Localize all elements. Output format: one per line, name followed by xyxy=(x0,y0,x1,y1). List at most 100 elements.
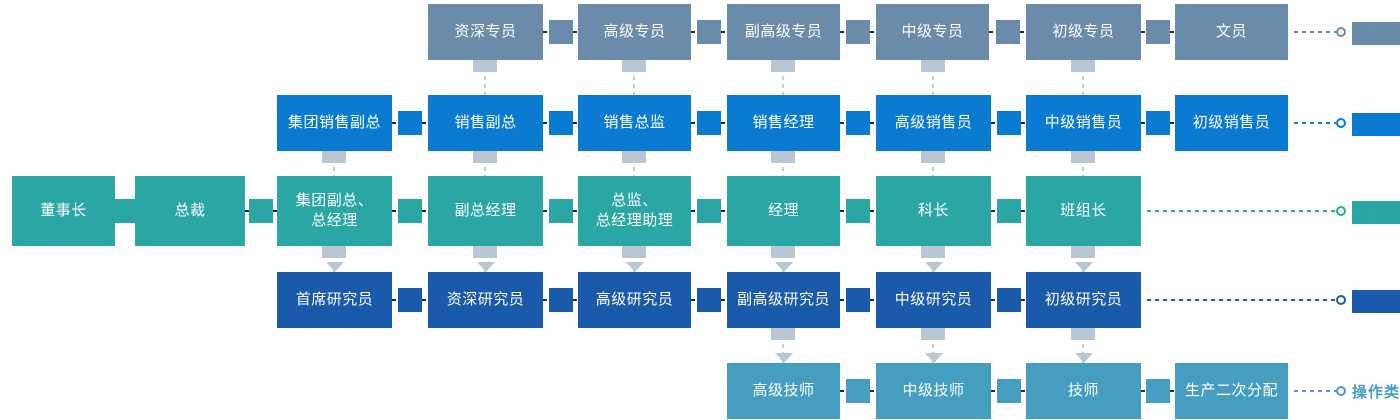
vertical-connector-line xyxy=(333,151,335,176)
node-management-7[interactable]: 班组长 xyxy=(1026,176,1141,246)
tail-endpoint-research[interactable] xyxy=(1336,295,1346,305)
vertical-connector-management-research-15 xyxy=(921,246,945,272)
connector-square-sales-3 xyxy=(846,111,870,135)
vertical-connector-management-research-11 xyxy=(322,246,346,272)
vertical-connector-line xyxy=(484,151,486,176)
connector-stub-sales-0-0 xyxy=(392,122,398,124)
node-management-4[interactable]: 总监、 总经理助理 xyxy=(578,176,691,246)
node-operation-3[interactable]: 生产二次分配 xyxy=(1175,363,1288,419)
vertical-connector-line xyxy=(782,60,784,95)
connector-stub-specialist-4-1 xyxy=(1170,31,1175,33)
category-label-sales: 营销类 xyxy=(1352,113,1400,136)
vertical-connector-line xyxy=(932,328,934,363)
node-management-1[interactable]: 总裁 xyxy=(135,176,245,246)
connector-stub-sales-3-0 xyxy=(840,122,846,124)
node-management-0[interactable]: 董事长 xyxy=(12,176,115,246)
connector-stub-management-2-1 xyxy=(422,210,428,212)
connector-square-operation-0 xyxy=(846,379,870,403)
connector-stub-specialist-1-0 xyxy=(691,31,697,33)
vertical-connector-line xyxy=(1082,328,1084,363)
node-research-5[interactable]: 初级研究员 xyxy=(1026,272,1141,328)
node-sales-5[interactable]: 中级销售员 xyxy=(1026,95,1141,151)
node-specialist-0[interactable]: 资深专员 xyxy=(428,4,543,60)
connector-stub-specialist-3-1 xyxy=(1019,31,1026,33)
connector-stub-management-6-0 xyxy=(991,210,997,212)
vertical-connector-sales-management-7 xyxy=(622,151,646,176)
connector-stub-research-0-1 xyxy=(422,299,428,301)
connector-stub-sales-4-0 xyxy=(991,122,997,124)
vertical-connector-tab xyxy=(473,151,497,163)
vertical-connector-tab xyxy=(622,151,646,163)
node-specialist-1[interactable]: 高级专员 xyxy=(578,4,691,60)
node-research-4[interactable]: 中级研究员 xyxy=(876,272,991,328)
vertical-connector-specialist-sales-2 xyxy=(771,60,795,95)
vertical-connector-specialist-sales-0 xyxy=(473,60,497,95)
connector-square-sales-4 xyxy=(996,111,1021,135)
connector-stub-sales-1-0 xyxy=(543,122,549,124)
node-management-3[interactable]: 副总经理 xyxy=(428,176,543,246)
tail-line-sales xyxy=(1294,122,1336,124)
vertical-connector-arrow-icon xyxy=(1075,262,1093,272)
tail-endpoint-management[interactable] xyxy=(1336,206,1346,216)
vertical-connector-arrow-icon xyxy=(775,262,793,272)
connector-stub-specialist-0-1 xyxy=(572,31,578,33)
node-sales-6[interactable]: 初级销售员 xyxy=(1175,95,1288,151)
node-research-2[interactable]: 高级研究员 xyxy=(578,272,691,328)
vertical-connector-management-research-13 xyxy=(622,246,646,272)
vertical-connector-sales-management-9 xyxy=(921,151,945,176)
node-specialist-5[interactable]: 文员 xyxy=(1175,4,1288,60)
vertical-connector-line xyxy=(782,246,784,272)
node-management-6[interactable]: 科长 xyxy=(876,176,991,246)
vertical-connector-line xyxy=(782,328,784,363)
vertical-connector-tab xyxy=(771,151,795,163)
connector-stub-management-5-0 xyxy=(840,210,846,212)
vertical-connector-tab xyxy=(921,151,945,163)
node-operation-1[interactable]: 中级技师 xyxy=(876,363,991,419)
node-management-2[interactable]: 集团副总、 总经理 xyxy=(277,176,392,246)
connector-stub-operation-1-0 xyxy=(991,390,997,392)
node-sales-0[interactable]: 集团销售副总 xyxy=(277,95,392,151)
node-specialist-4[interactable]: 初级专员 xyxy=(1026,4,1141,60)
node-research-3[interactable]: 副高级研究员 xyxy=(727,272,840,328)
vertical-connector-line xyxy=(484,60,486,95)
vertical-connector-line xyxy=(932,60,934,95)
connector-stub-specialist-1-1 xyxy=(721,31,727,33)
connector-square-research-2 xyxy=(697,288,721,312)
category-label-operation: 操作类 xyxy=(1352,384,1400,401)
node-operation-0[interactable]: 高级技师 xyxy=(727,363,840,419)
node-sales-2[interactable]: 销售总监 xyxy=(578,95,691,151)
connector-stub-research-1-0 xyxy=(543,299,549,301)
connector-stub-operation-0-0 xyxy=(840,390,846,392)
vertical-connector-tab xyxy=(771,60,795,72)
vertical-connector-management-research-16 xyxy=(1071,246,1095,272)
node-research-1[interactable]: 资深研究员 xyxy=(428,272,543,328)
connector-stub-sales-4-1 xyxy=(1020,122,1026,124)
connector-square-operation-2 xyxy=(1146,379,1170,403)
connector-square-management-4 xyxy=(697,199,721,223)
connector-stub-research-4-0 xyxy=(991,299,997,301)
connector-stub-sales-5-1 xyxy=(1170,122,1175,124)
tail-line-operation xyxy=(1294,390,1336,392)
connector-stub-specialist-2-0 xyxy=(840,31,846,33)
connector-stub-sales-2-0 xyxy=(691,122,697,124)
connector-square-sales-0 xyxy=(398,111,422,135)
node-sales-1[interactable]: 销售副总 xyxy=(428,95,543,151)
tail-endpoint-operation[interactable] xyxy=(1336,386,1346,396)
vertical-connector-tab xyxy=(771,328,795,340)
tail-endpoint-specialist[interactable] xyxy=(1336,27,1346,37)
node-specialist-3[interactable]: 中级专员 xyxy=(876,4,989,60)
connector-stub-operation-0-1 xyxy=(870,390,876,392)
vertical-connector-arrow-icon xyxy=(477,262,495,272)
connector-stub-research-4-1 xyxy=(1020,299,1026,301)
node-research-0[interactable]: 首席研究员 xyxy=(277,272,392,328)
node-management-5[interactable]: 经理 xyxy=(727,176,840,246)
node-specialist-2[interactable]: 副高级专员 xyxy=(727,4,840,60)
vertical-connector-arrow-icon xyxy=(775,353,793,363)
tail-endpoint-sales[interactable] xyxy=(1336,118,1346,128)
node-operation-2[interactable]: 技师 xyxy=(1026,363,1141,419)
tail-line-management xyxy=(1147,210,1336,212)
node-sales-3[interactable]: 销售经理 xyxy=(727,95,840,151)
node-sales-4[interactable]: 高级销售员 xyxy=(876,95,991,151)
connector-square-management-0 xyxy=(113,199,137,223)
